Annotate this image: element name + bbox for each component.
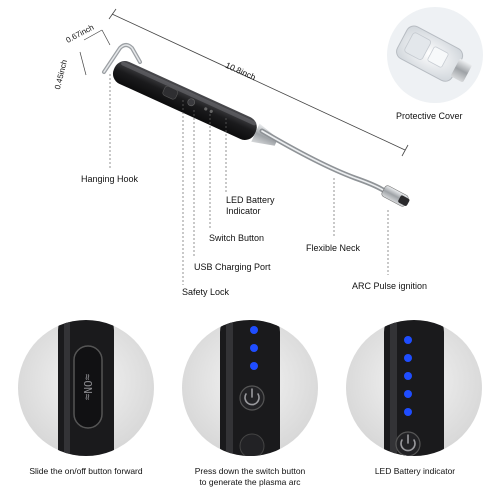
safety-lock-slider xyxy=(162,85,179,100)
detail-caption-2: Press down the switch button to generate… xyxy=(194,466,306,487)
led-dot-2 xyxy=(250,344,258,352)
callout-leaders xyxy=(109,74,389,285)
hook-icon xyxy=(102,43,142,74)
safety-lock-label: Safety Lock xyxy=(182,287,230,297)
detail-caption-1: Slide the on/off button forward xyxy=(29,466,143,476)
hook-dimension-lines xyxy=(79,29,111,76)
hanging-hook-label: Hanging Hook xyxy=(81,174,139,184)
led-dot-3 xyxy=(250,362,258,370)
led-dot-1 xyxy=(250,326,258,334)
arc-tip xyxy=(381,185,410,207)
arc-pulse-ignition-label: ARC Pulse ignition xyxy=(352,281,428,291)
power-icon xyxy=(239,385,265,411)
svg-text:≈ON≈: ≈ON≈ xyxy=(81,374,94,401)
length-dimension-line xyxy=(108,8,409,157)
led-battery-indicator-label: LED Battery Indicator xyxy=(226,195,275,216)
protective-cover-label: Protective Cover xyxy=(396,111,463,121)
power-icon xyxy=(395,431,421,456)
switch-button-dot xyxy=(187,98,196,107)
usb-charging-port-label: USB Charging Port xyxy=(194,262,271,272)
switch-button-label: Switch Button xyxy=(209,233,265,243)
flexible-neck-label: Flexible Neck xyxy=(306,243,361,253)
protective-cover xyxy=(387,7,483,103)
detail-led-indicator xyxy=(346,320,482,456)
detail-switch-button xyxy=(182,320,318,456)
detail-slide-button: ≈ON≈ xyxy=(18,320,154,456)
lighter-body xyxy=(112,60,278,146)
detail-caption-3: LED Battery indicator xyxy=(374,466,456,476)
